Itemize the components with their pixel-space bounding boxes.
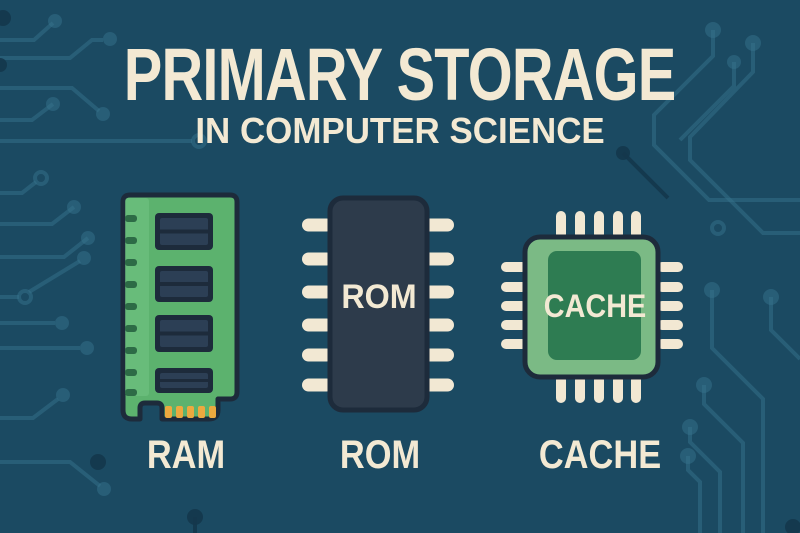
ram-edge-notches xyxy=(125,215,137,396)
item-label-ram: RAM xyxy=(146,433,226,477)
subheader: IN COMPUTER SCIENCE xyxy=(0,113,800,149)
cache-chip-text: CACHE xyxy=(543,288,647,324)
ram-gold-pins xyxy=(165,406,216,418)
rom-chip-icon xyxy=(302,195,454,413)
ram-edge-highlight xyxy=(125,198,149,396)
page-title: PRIMARY STORAGE xyxy=(124,33,676,116)
cache-chip-die xyxy=(548,251,641,360)
rom-chip-body xyxy=(327,195,430,413)
cache-pins xyxy=(501,211,683,403)
ram-module-icon xyxy=(120,192,240,422)
rom-pins xyxy=(302,218,454,392)
page-subtitle: IN COMPUTER SCIENCE xyxy=(195,110,605,151)
item-label-rom: ROM xyxy=(339,433,421,477)
rom-chip-text: ROM xyxy=(341,278,417,316)
ram-memory-chips xyxy=(155,213,213,393)
header: PRIMARY STORAGE xyxy=(0,38,800,112)
cache-processor-icon xyxy=(501,211,683,403)
item-label-cache: CACHE xyxy=(538,433,662,477)
